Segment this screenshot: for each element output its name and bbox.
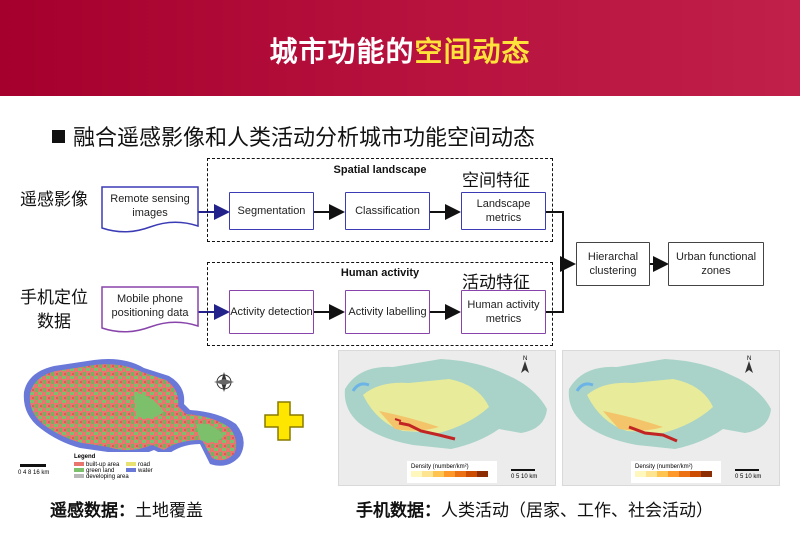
label-mobile-line1: 手机定位 bbox=[20, 288, 88, 308]
land-cover-map-graphic: Legend built-up area green land developi… bbox=[18, 359, 244, 480]
density-legend-title-1: Density (number/km²) bbox=[411, 464, 469, 470]
group-spatial-landscape: Spatial landscape bbox=[207, 158, 553, 242]
label-spatial-feature: 空间特征 bbox=[462, 171, 530, 191]
header-banner: 城市功能的空间动态 bbox=[0, 0, 800, 96]
box-classification: Classification bbox=[345, 192, 430, 230]
box-landscape-metrics: Landscape metrics bbox=[461, 192, 546, 230]
north-arrow-icon: N bbox=[745, 356, 753, 373]
legend-title: Legend bbox=[74, 454, 96, 460]
box-activity-detection: Activity detection bbox=[229, 290, 314, 334]
document-shape-icon bbox=[101, 186, 199, 233]
bullet-text: 融合遥感影像和人类活动分析城市功能空间动态 bbox=[73, 126, 536, 151]
density-legend-title-2: Density (number/km²) bbox=[635, 464, 693, 470]
group-human-title: Human activity bbox=[340, 267, 420, 279]
group-human-activity: Human activity bbox=[207, 262, 553, 346]
legend-item-water: water bbox=[137, 468, 153, 474]
box-remote-sensing-images: Remote sensing images bbox=[101, 186, 199, 234]
legend-item-green: green land bbox=[86, 468, 114, 474]
caption-mobile-data: 手机数据：人类活动（居家、工作、社会活动） bbox=[356, 496, 713, 521]
caption-mobile-bold: 手机数据： bbox=[356, 501, 441, 521]
title-part-1: 城市功能的 bbox=[269, 35, 415, 68]
svg-text:N: N bbox=[523, 356, 527, 362]
density-legend-ramp-2 bbox=[635, 471, 712, 477]
caption-remote-data: 遥感数据：土地覆盖 bbox=[50, 496, 203, 521]
plus-icon bbox=[264, 401, 304, 441]
label-activity-feature: 活动特征 bbox=[462, 273, 530, 293]
box-hierarchal-clustering: Hierarchal clustering bbox=[576, 242, 650, 286]
svg-text:N: N bbox=[747, 356, 751, 362]
document-shape-icon bbox=[101, 286, 199, 333]
page-title: 城市功能的空间动态 bbox=[0, 30, 800, 70]
north-arrow-icon: N bbox=[521, 356, 529, 373]
box-segmentation: Segmentation bbox=[229, 192, 314, 230]
legend-item-road: road bbox=[138, 462, 150, 468]
box-human-activity-metrics: Human activity metrics bbox=[461, 290, 546, 334]
box-urban-functional-zones: Urban functional zones bbox=[668, 242, 764, 286]
label-mobile-line2: 数据 bbox=[37, 312, 71, 332]
density-map-1: Density (number/km²) 0 5 10 km N bbox=[338, 350, 556, 486]
box-mobile-phone-label: Mobile phone positioning data bbox=[111, 293, 189, 319]
density-scale-label-2: 0 5 10 km bbox=[735, 474, 761, 480]
density-legend-ramp-1 bbox=[411, 471, 488, 477]
land-cover-map: Legend built-up area green land developi… bbox=[14, 352, 256, 484]
legend-item-developing: developing area bbox=[86, 474, 129, 480]
label-mobile-data: 手机定位 数据 bbox=[20, 286, 88, 334]
box-activity-labelling: Activity labelling bbox=[345, 290, 430, 334]
caption-remote-bold: 遥感数据： bbox=[50, 501, 135, 521]
title-part-2-highlight: 空间动态 bbox=[414, 35, 531, 68]
left-scale-label: 0 4 8 16 km bbox=[18, 470, 49, 476]
caption-mobile-text: 人类活动（居家、工作、社会活动） bbox=[441, 501, 713, 521]
box-mobile-phone-data: Mobile phone positioning data bbox=[101, 286, 199, 334]
density-map-1-graphic: Density (number/km²) 0 5 10 km N bbox=[344, 356, 547, 483]
density-map-2-graphic: Density (number/km²) 0 5 10 km N bbox=[568, 356, 771, 483]
label-remote-imagery: 遥感影像 bbox=[20, 190, 88, 210]
density-map-2: Density (number/km²) 0 5 10 km N bbox=[562, 350, 780, 486]
legend-item-built-up: built-up area bbox=[86, 462, 120, 468]
group-spatial-title: Spatial landscape bbox=[333, 164, 427, 176]
compass-icon bbox=[214, 372, 234, 392]
density-scale-label-1: 0 5 10 km bbox=[511, 474, 537, 480]
bullet-square-icon bbox=[52, 130, 65, 143]
caption-remote-text: 土地覆盖 bbox=[135, 501, 203, 521]
bullet-point: 融合遥感影像和人类活动分析城市功能空间动态 bbox=[52, 120, 535, 152]
box-remote-sensing-label: Remote sensing images bbox=[110, 193, 190, 219]
